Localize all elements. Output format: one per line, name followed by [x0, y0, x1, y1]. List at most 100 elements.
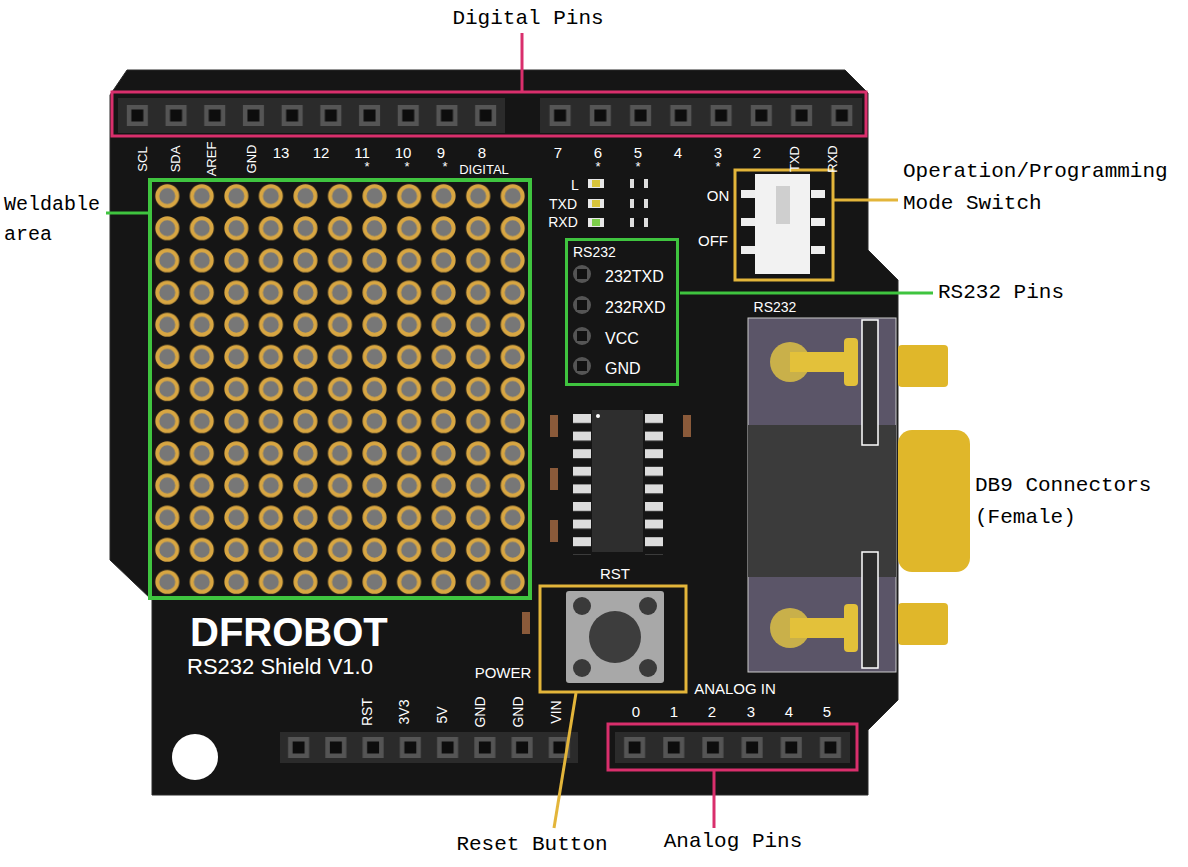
button-corner [639, 659, 657, 677]
db9-shell [898, 430, 970, 572]
capacitor-symbol [522, 612, 530, 634]
pin-label: * [404, 160, 409, 174]
leader-line [680, 292, 933, 295]
pin-label: 3V3 [397, 700, 412, 725]
shield-board [110, 70, 898, 795]
led-symbol [592, 180, 600, 187]
pin-name: 232TXD [605, 268, 664, 286]
switch-pin [811, 218, 825, 226]
header-pin [573, 265, 591, 283]
capacitor-symbol [550, 520, 558, 542]
pin-label: 2 [708, 704, 716, 721]
highlight-frame [150, 180, 530, 598]
header-title: RS232 [573, 245, 616, 260]
led-label: L [571, 178, 579, 193]
led-label: TXD [549, 197, 577, 212]
pin-label: 1 [670, 704, 678, 721]
switch-pin [741, 218, 755, 226]
pin-label: 12 [313, 145, 330, 162]
leader-line [106, 212, 150, 215]
pin-label: * [715, 160, 720, 174]
callout-label: DB9 Connectors (Female) [975, 470, 1175, 533]
pin-label: * [442, 160, 447, 174]
switch-slider [776, 186, 790, 224]
leader-line [833, 199, 898, 202]
led-symbol [588, 199, 604, 208]
pin-label: 4 [674, 145, 682, 162]
pin-label: 11 [354, 145, 370, 162]
header-pin [573, 296, 591, 314]
button-corner [639, 597, 657, 615]
highlight-frame [112, 92, 866, 136]
mounting-hole [172, 734, 218, 780]
led-symbol [592, 200, 600, 207]
board-title: RS232 Shield V1.0 [187, 655, 373, 679]
pin-label: 9 [437, 145, 445, 162]
pin-label: * [364, 160, 369, 174]
db9-screw [844, 338, 858, 386]
pin-label: 10 [395, 145, 412, 162]
pin-label: AREF [205, 142, 219, 177]
callout-label: Digital Pins [452, 7, 603, 30]
header-label: POWER [475, 665, 532, 682]
db9-flange [862, 552, 878, 668]
leader-line [713, 770, 716, 828]
pin-label: 7 [554, 145, 562, 162]
pin-label: 3 [714, 145, 722, 162]
highlight-frame [735, 170, 833, 280]
leader-line [521, 33, 524, 92]
pin-label: * [595, 160, 600, 174]
switch-label: OFF [698, 233, 728, 250]
pin-label: 3 [747, 704, 755, 721]
switch-pin [741, 190, 755, 198]
db9-tab [898, 345, 948, 387]
connector-label: RS232 [754, 300, 797, 315]
pin-label: RXD [826, 145, 840, 172]
callout-label: Operation/Programming Mode Switch [903, 156, 1188, 219]
chip-dot [596, 414, 600, 418]
pin-header-box: RS232232TXD232RXDVCCGND [565, 238, 679, 386]
callout-label: Reset Button [456, 833, 607, 856]
button-corner [573, 597, 591, 615]
switch-pin [741, 246, 755, 254]
led-symbol [588, 179, 604, 188]
led-symbol [592, 219, 600, 226]
ic-chip [592, 410, 643, 552]
callout-label: RS232 Pins [938, 281, 1064, 304]
pin-name: 232RXD [605, 299, 665, 317]
resistor-symbol [634, 199, 644, 208]
pin-label: SDA [169, 146, 183, 173]
pin-label: 8 [478, 145, 486, 162]
header-pin [573, 357, 591, 375]
highlight-frame [540, 586, 686, 692]
pin-label: 4 [785, 704, 793, 721]
pin-label: 5V [435, 706, 450, 723]
button-cap [589, 611, 641, 663]
header-label: DIGITAL [459, 163, 509, 177]
highlight-frame [608, 724, 857, 770]
db9-screw [790, 352, 848, 372]
header-pin [577, 300, 587, 310]
button-body [566, 591, 664, 683]
pin-label: SCL [136, 146, 150, 171]
button-label: RST [600, 566, 630, 583]
header-label: ANALOG IN [694, 681, 776, 698]
pin-name: GND [605, 360, 641, 378]
switch-pin [811, 190, 825, 198]
resistor-symbol [634, 218, 644, 227]
capacitor-symbol [683, 415, 691, 437]
analog-header [615, 732, 850, 763]
capacitor-symbol [550, 415, 558, 437]
db9-screw [844, 604, 858, 652]
pin-label: TXD [788, 146, 802, 172]
db9-screw [790, 618, 848, 638]
header-pin [577, 331, 587, 341]
switch-label: ON [707, 188, 730, 205]
prototype-grid [150, 180, 530, 598]
digital-header [540, 98, 862, 133]
db9-tab [898, 603, 948, 645]
pin-label: 6 [594, 145, 602, 162]
pin-label: 5 [823, 704, 831, 721]
db9-body [748, 318, 896, 672]
